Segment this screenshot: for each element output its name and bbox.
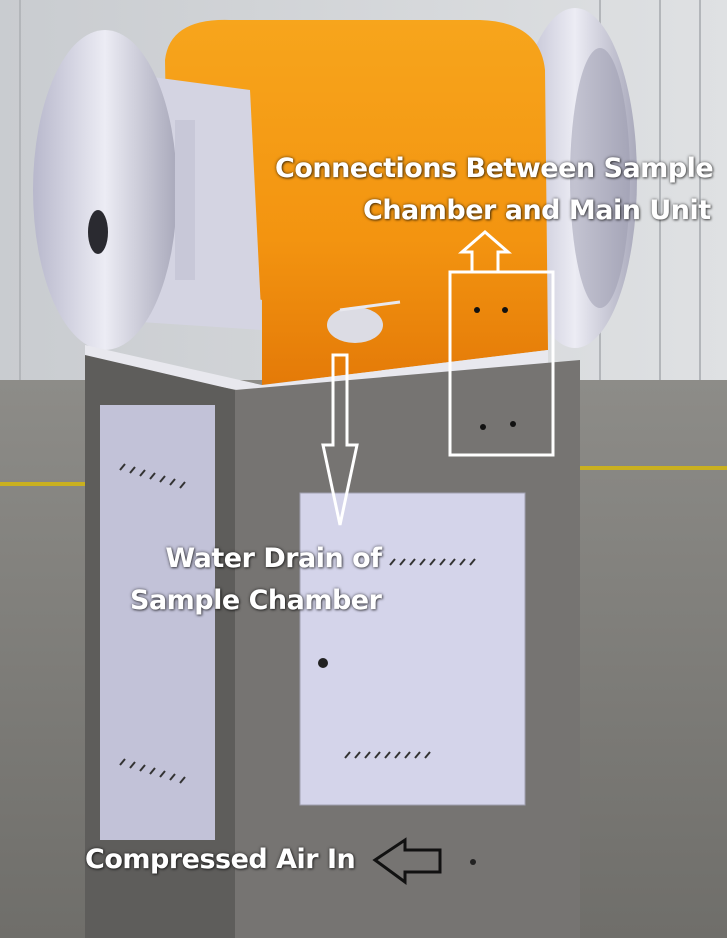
connection-holes (474, 307, 516, 430)
left-arrow-icon (372, 837, 442, 885)
front-panel (299, 492, 526, 806)
compressed-air-label: Compressed Air In (85, 844, 356, 875)
yellow-hose-right (580, 466, 727, 470)
left-side-panel (100, 405, 215, 840)
yellow-hose (0, 482, 90, 486)
connections-highlight-box (448, 270, 555, 457)
left-bracket (175, 120, 195, 280)
water-drain-valve (327, 307, 383, 343)
connections-label-line1: Connections Between Sample (275, 153, 714, 184)
down-arrow-icon (321, 353, 359, 526)
vent-slots (119, 463, 476, 784)
water-drain-label-line1: Water Drain of (165, 543, 382, 574)
water-drain-label: Water Drain of Sample Chamber (130, 538, 382, 622)
orange-housing (165, 19, 548, 386)
connections-label-line2: Chamber and Main Unit (363, 195, 711, 226)
left-flange (33, 30, 177, 350)
water-drain-label-line2: Sample Chamber (130, 585, 382, 616)
front-panel-hole (318, 658, 328, 668)
air-inlet-port (470, 859, 476, 865)
up-arrow-icon (457, 230, 513, 272)
connections-label: Connections Between Sample Chamber and M… (275, 148, 714, 232)
left-flange-hole (88, 210, 108, 254)
